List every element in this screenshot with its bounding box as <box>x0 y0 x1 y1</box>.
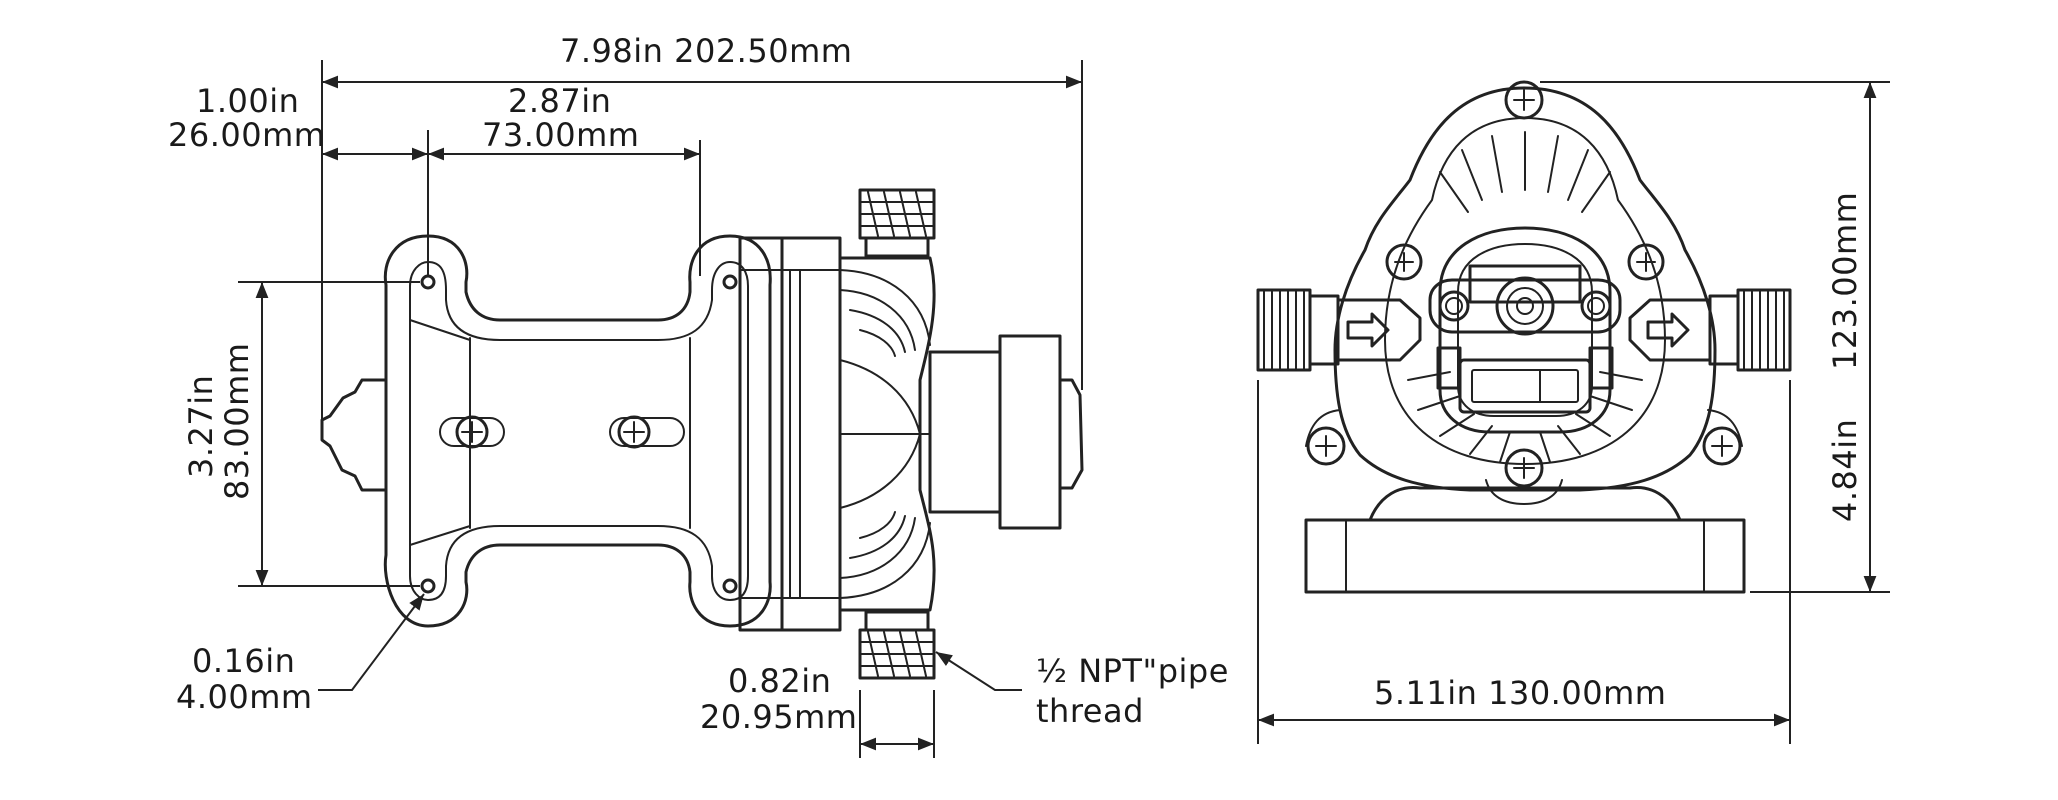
front-left-port <box>1256 288 1422 372</box>
label-total-length: 7.98in 202.50mm <box>560 32 852 70</box>
bottom-port <box>858 610 936 680</box>
bracket-hole-tr <box>722 274 738 290</box>
front-right-port <box>1628 288 1792 372</box>
coupling-collar <box>998 334 1062 530</box>
screw-left-upper <box>1385 243 1423 281</box>
bracket-hole-br <box>722 578 738 594</box>
mount-slot-left <box>439 415 505 449</box>
bracket-inner <box>409 260 749 602</box>
coupling-housing <box>928 350 1002 514</box>
center-port-body <box>1428 278 1622 334</box>
center-valve <box>1495 276 1555 336</box>
label-hole-spacing-mm: 73.00mm <box>482 116 639 154</box>
label-hole-dia-mm: 4.00mm <box>176 678 313 716</box>
label-offset-in: 1.00in <box>196 82 299 120</box>
label-front-height-in: 4.84in <box>1826 419 1864 522</box>
pump-dome-lower <box>839 511 931 599</box>
switch-top <box>1468 264 1582 304</box>
label-hole-dia-in: 0.16in <box>192 642 295 680</box>
flange-plate-1 <box>738 236 784 632</box>
bracket-hole-bl <box>420 578 436 594</box>
screw-top <box>1504 80 1544 120</box>
base-neck <box>1368 485 1682 522</box>
base-plate <box>1304 518 1746 594</box>
mount-slot-right <box>609 415 685 449</box>
screw-left-lower <box>1306 426 1346 466</box>
label-thread-line1: ½ NPT"pipe <box>1036 652 1229 690</box>
pump-dome-upper <box>839 269 931 357</box>
leader-hole-diameter <box>318 593 425 691</box>
label-offset-mm: 26.00mm <box>168 116 325 154</box>
side-view: 7.98in 202.50mm 1.00in 26.00mm 2.87in 73… <box>168 32 1229 758</box>
mounting-bracket <box>383 234 772 628</box>
shaft-end <box>1058 378 1084 490</box>
leader-thread <box>935 651 1022 691</box>
label-hole-spacing-in: 2.87in <box>508 82 611 120</box>
front-view: 5.11in 130.00mm 4.84in 123.00mm <box>1256 80 1890 744</box>
label-front-width: 5.11in 130.00mm <box>1374 674 1666 712</box>
label-front-height-mm: 123.00mm <box>1826 192 1864 370</box>
motor-body <box>409 319 471 546</box>
screw-bottom <box>1504 448 1544 488</box>
motor-end-cap <box>320 378 388 492</box>
housing-ribs <box>1407 131 1643 463</box>
label-port-len-in: 0.82in <box>728 662 831 700</box>
screw-right-lower <box>1702 426 1742 466</box>
label-mount-height-mm: 83.00mm <box>218 343 256 500</box>
label-port-len-mm: 20.95mm <box>700 698 857 736</box>
pump-housing <box>1333 86 1717 492</box>
bracket-hole-tl <box>420 274 436 290</box>
top-port <box>858 188 936 258</box>
label-thread-line2: thread <box>1036 692 1144 730</box>
label-mount-height-in: 3.27in <box>182 375 220 478</box>
screw-right-upper <box>1627 243 1665 281</box>
switch-window <box>1458 358 1592 414</box>
inner-cover <box>1438 226 1612 434</box>
